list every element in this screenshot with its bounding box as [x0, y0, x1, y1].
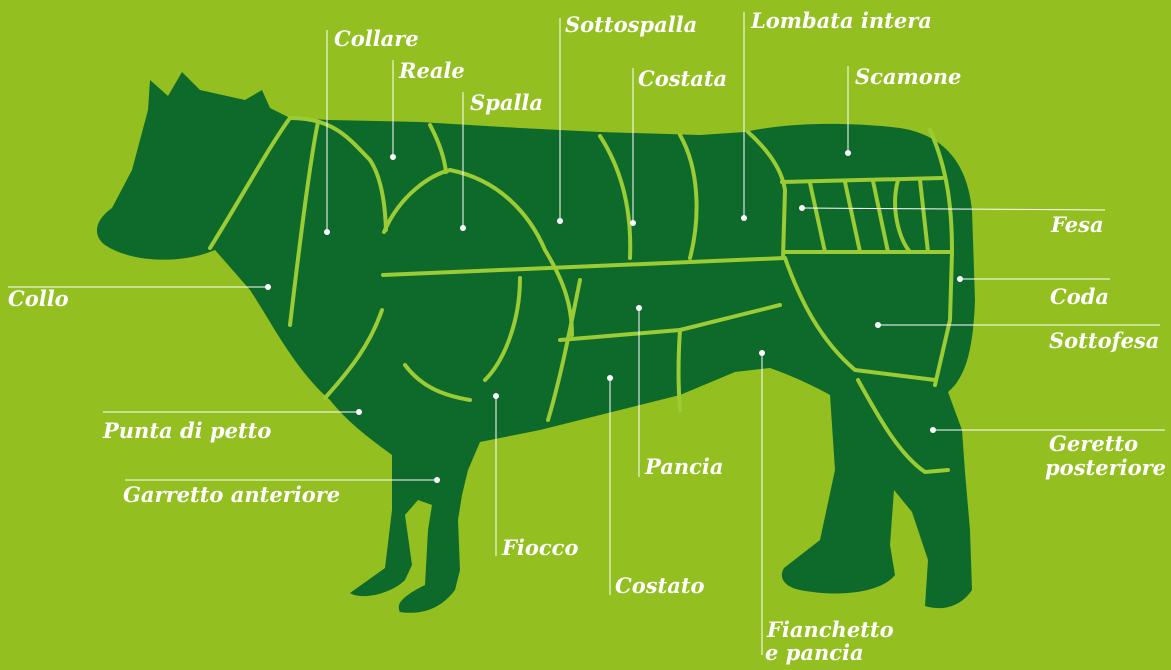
dot-scamone: [845, 150, 851, 156]
label-reale: Reale: [398, 58, 465, 83]
dot-fesa: [799, 205, 805, 211]
label-punta-di-petto: Punta di petto: [102, 418, 271, 443]
dot-lombata: [741, 215, 747, 221]
dot-spalla: [460, 225, 466, 231]
dot-fianchetto: [759, 350, 765, 356]
label-lombata-intera: Lombata intera: [750, 8, 932, 33]
dot-collo: [265, 284, 271, 290]
label-costata: Costata: [638, 66, 727, 91]
label-garretto-anteriore: Garretto anteriore: [123, 482, 340, 507]
label-sottospalla: Sottospalla: [565, 12, 697, 37]
dot-coda: [957, 276, 963, 282]
dot-costato: [607, 375, 613, 381]
label-collare: Collare: [334, 26, 419, 51]
label-fianchetto: Fianchetto: [766, 617, 894, 642]
label-posteriore: posteriore: [1045, 455, 1166, 480]
dot-costata: [630, 220, 636, 226]
dot-collare: [324, 229, 330, 235]
cow-silhouette: [97, 72, 975, 613]
label-pancia: Pancia: [644, 454, 723, 479]
label-sottofesa: Sottofesa: [1049, 328, 1159, 353]
label-coda: Coda: [1050, 284, 1109, 309]
label-costato: Costato: [615, 573, 705, 598]
dot-sottofesa: [875, 322, 881, 328]
dot-reale: [390, 154, 396, 160]
dot-geretto: [930, 427, 936, 433]
label-collo: Collo: [8, 286, 69, 311]
dot-pancia: [636, 305, 642, 311]
label-e-pancia: e pancia: [765, 640, 864, 665]
label-scamone: Scamone: [855, 64, 961, 89]
dot-garretto-anteriore: [434, 477, 440, 483]
dot-punta-di-petto: [356, 409, 362, 415]
label-fesa: Fesa: [1050, 212, 1104, 237]
label-geretto: Geretto: [1049, 431, 1138, 456]
dot-fiocco: [493, 393, 499, 399]
dot-sottospalla: [557, 218, 563, 224]
label-spalla: Spalla: [470, 90, 543, 115]
label-fiocco: Fiocco: [501, 535, 578, 560]
